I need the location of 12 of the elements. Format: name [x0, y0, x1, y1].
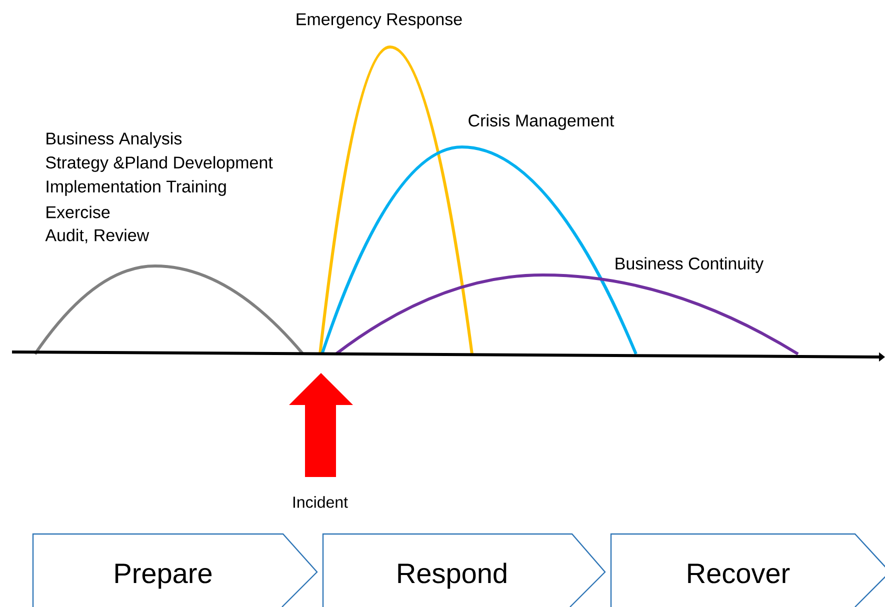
label: Business Analysis: [46, 132, 182, 148]
label: Crisis Management: [468, 114, 614, 130]
label: Emergency Response: [296, 13, 462, 29]
process-box: Prepare: [32, 533, 318, 607]
label: Implementation Training: [46, 180, 226, 196]
process-box: Recover: [610, 533, 885, 607]
label: Exercise: [46, 206, 110, 218]
label: Audit, Review: [45, 228, 150, 244]
label: Strategy &Pland Development: [46, 156, 273, 172]
process-box: Respond: [322, 533, 606, 607]
label: Incident: [293, 496, 348, 508]
label: Business Continuity: [616, 257, 764, 273]
